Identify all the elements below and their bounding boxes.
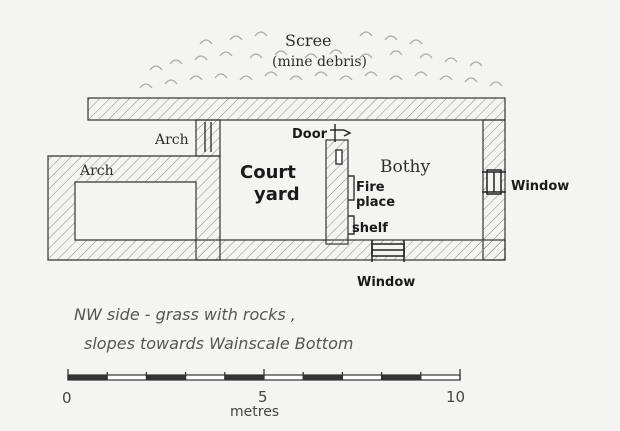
- scale-segment: [303, 375, 343, 380]
- scree-label: Scree: [285, 31, 332, 50]
- bothy-label: Bothy: [380, 157, 431, 177]
- note-line-2: slopes towards Wainscale Bottom: [84, 334, 353, 353]
- window-right-symbol: [482, 169, 506, 195]
- scale-ticks: [67, 369, 461, 380]
- connecting-wall: [195, 119, 221, 157]
- scree-marks: [139, 31, 503, 89]
- mine-debris-label: (mine debris): [272, 54, 367, 70]
- window-right-label: Window: [511, 179, 569, 194]
- door-symbol: [330, 124, 352, 142]
- fireplace: [335, 149, 355, 235]
- window-bottom-symbol: [371, 240, 405, 262]
- scale-label-5: 5: [258, 388, 268, 406]
- fireplace-label-2: place: [356, 195, 395, 210]
- note-line-1: NW side - grass with rocks ,: [74, 305, 296, 324]
- partition-wall: [325, 139, 349, 245]
- scale-unit: metres: [230, 404, 279, 420]
- top-wall: [87, 97, 506, 121]
- door-label: Door: [292, 127, 328, 142]
- left-building-wall: [47, 155, 221, 261]
- fireplace-label-1: Fire: [356, 180, 385, 195]
- arch-left-label: Arch: [79, 163, 114, 179]
- scale-label-0: 0: [62, 389, 72, 407]
- shelf-label: shelf: [352, 221, 388, 236]
- scale-segment: [68, 375, 108, 380]
- bottom-wall: [195, 239, 506, 261]
- scale-segment: [381, 375, 421, 380]
- scale-segment: [146, 375, 186, 380]
- courtyard-label-2: yard: [254, 184, 300, 205]
- scale-bar: [67, 369, 461, 381]
- window-bottom-label: Window: [357, 275, 415, 290]
- courtyard-label-1: Court: [240, 162, 296, 183]
- arch-top-label: Arch: [154, 132, 189, 148]
- scale-label-10: 10: [446, 388, 465, 406]
- scale-segment: [224, 375, 264, 380]
